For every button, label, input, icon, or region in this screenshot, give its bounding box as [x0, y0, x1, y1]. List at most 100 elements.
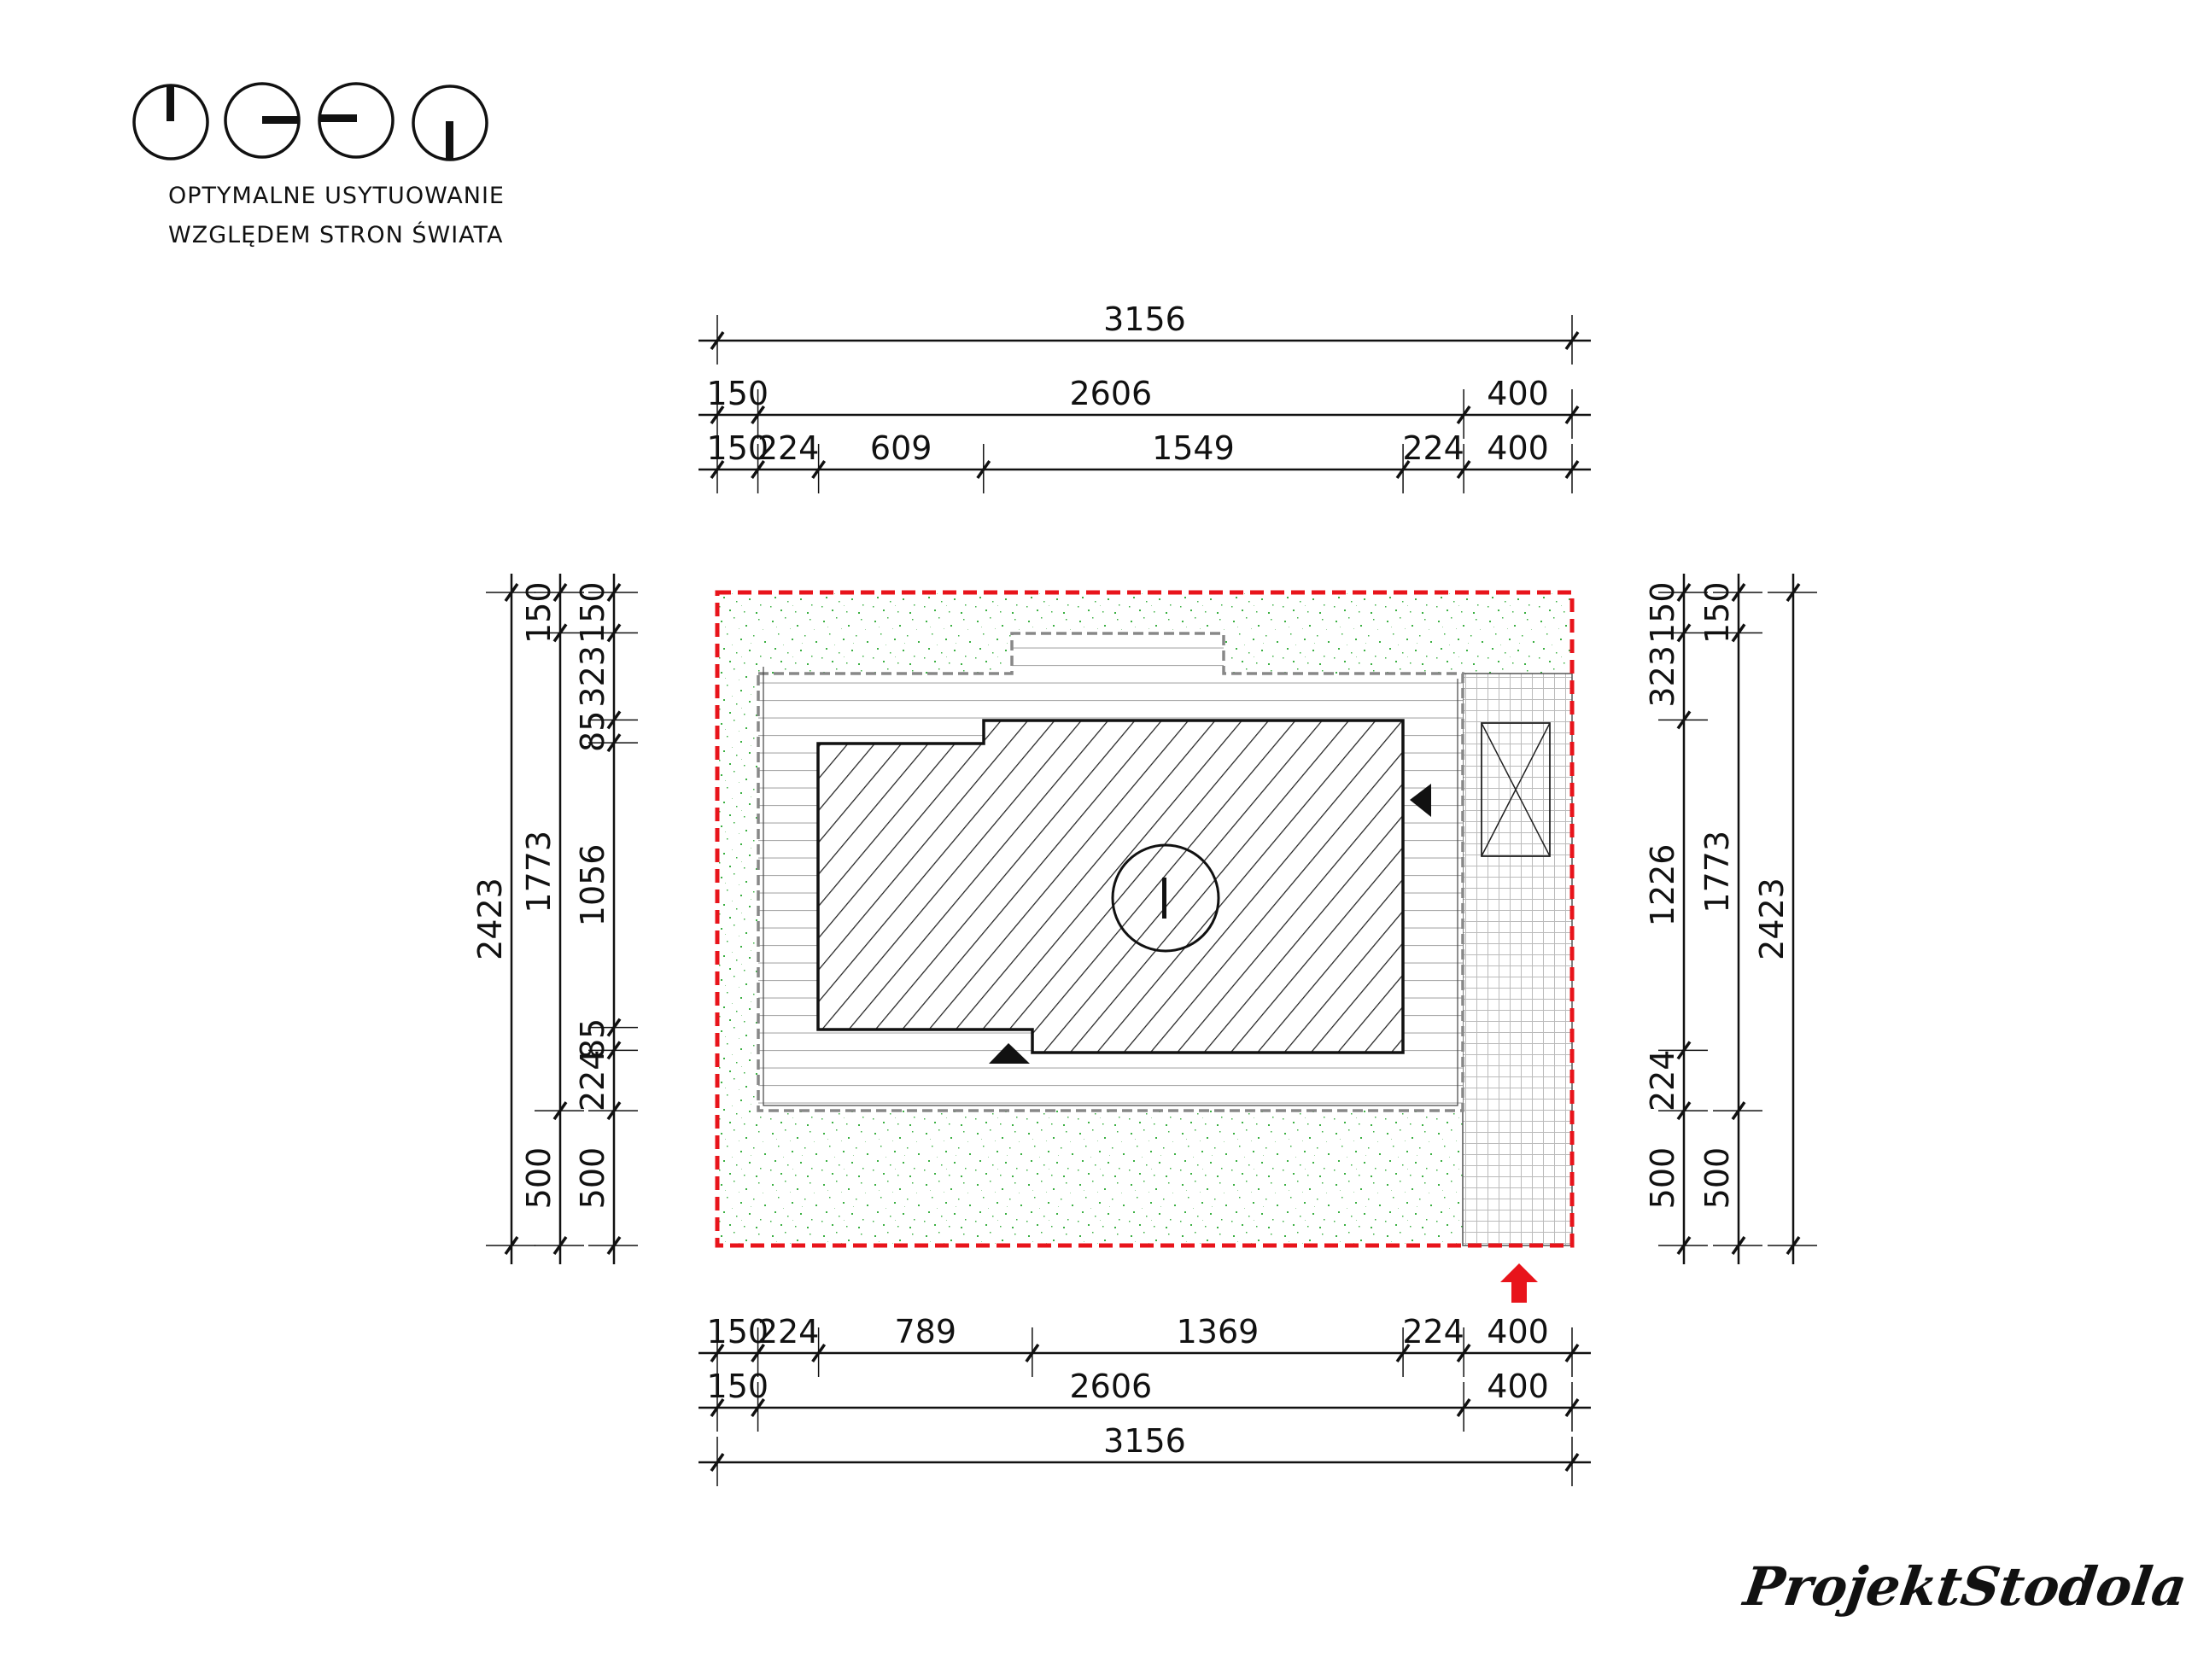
dimension-tick: [504, 582, 519, 603]
dimension-tick: [606, 582, 622, 603]
dimension-label: 224: [757, 429, 820, 467]
dimension-tick: [1676, 710, 1692, 730]
dimension-label: 500: [1644, 1147, 1681, 1210]
dimension-tick: [1676, 623, 1692, 643]
dimension-tick: [710, 405, 725, 425]
dimension-label: 224: [1402, 1313, 1464, 1350]
dimension-tick: [1456, 1343, 1471, 1363]
compass-west-icon: [318, 82, 395, 159]
dimension-tick: [1676, 582, 1692, 603]
dimension-tick: [751, 405, 766, 425]
dimension-label: 1056: [574, 844, 611, 927]
dimension-label: 400: [1487, 429, 1549, 467]
dimension-tick: [710, 1397, 725, 1418]
dimension-tick: [1676, 1235, 1692, 1256]
compass-south-icon: [412, 85, 488, 161]
dimension-tick: [606, 733, 622, 753]
dimension-tick: [710, 459, 725, 480]
dimension-tick: [811, 459, 827, 480]
dimension-tick: [1731, 582, 1746, 603]
dimension-label: 85: [574, 1018, 611, 1059]
compass-north-icon: [132, 84, 209, 160]
dimension-label: 400: [1487, 1368, 1549, 1405]
site-entrance-arrow-icon: [1500, 1263, 1538, 1303]
dimension-label: 2606: [1069, 375, 1152, 412]
dimension-label: 224: [1402, 429, 1464, 467]
dimension-label: 150: [1644, 581, 1681, 644]
dimension-tick: [504, 1235, 519, 1256]
dimension-tick: [710, 330, 725, 351]
dimension-label: 2423: [1753, 878, 1791, 960]
house-label-circle: [1111, 843, 1220, 953]
dimension-label: 1369: [1177, 1313, 1260, 1350]
dimension-label: 224: [757, 1313, 820, 1350]
dimension-tick: [811, 1343, 827, 1363]
dimension-tick: [710, 1343, 725, 1363]
dimension-label: 150: [707, 1368, 769, 1405]
dimension-label: 150: [520, 581, 558, 644]
dimension-label: 85: [574, 711, 611, 752]
dimension-tick: [1786, 1235, 1801, 1256]
dimension-tick: [1456, 405, 1471, 425]
dimension-tick: [552, 1101, 568, 1121]
dimension-tick: [1025, 1343, 1040, 1363]
dimension-label: 1773: [520, 831, 558, 913]
dimension-tick: [1564, 1343, 1580, 1363]
dimension-label: 500: [1698, 1147, 1736, 1210]
dimension-tick: [606, 1101, 622, 1121]
dimension-tick: [606, 1235, 622, 1256]
dimension-tick: [1564, 459, 1580, 480]
dimension-label: 500: [574, 1147, 611, 1210]
dimension-tick: [1786, 582, 1801, 603]
dimension-tick: [606, 710, 622, 730]
dimension-label: 609: [870, 429, 932, 467]
dimension-tick: [552, 582, 568, 603]
dimension-label: 500: [520, 1147, 558, 1210]
dimension-label: 224: [1644, 1050, 1681, 1112]
dimension-label: 224: [574, 1050, 611, 1112]
dimension-tick: [710, 1452, 725, 1473]
dimension-label: 3156: [1103, 1422, 1186, 1460]
parking-space-icon: [1481, 722, 1551, 857]
dimension-label: 2423: [471, 878, 509, 960]
dimension-tick: [751, 1343, 766, 1363]
dimension-tick: [1456, 459, 1471, 480]
dimension-tick: [1731, 1101, 1746, 1121]
entrance-triangle-icon: [1410, 784, 1431, 817]
dimension-label: 150: [707, 429, 769, 467]
logo-text: ProjektStodola.pl: [1739, 1555, 2186, 1618]
house-footprint: [816, 719, 1405, 1054]
dimension-tick: [1676, 1041, 1692, 1060]
dimension-label: 1226: [1644, 844, 1681, 927]
dimension-tick: [1395, 1343, 1411, 1363]
dimension-label: 789: [894, 1313, 956, 1350]
dimension-label: 1773: [1698, 831, 1736, 913]
dimension-label: 400: [1487, 1313, 1549, 1350]
driveway-paving: [1462, 673, 1573, 1246]
dimension-tick: [1456, 1397, 1471, 1418]
dimension-tick: [976, 459, 991, 480]
compass-east-icon: [224, 82, 301, 159]
dimension-label: 150: [1698, 581, 1736, 644]
dimension-label: 400: [1487, 375, 1549, 412]
orientation-caption-line1: OPTYMALNE USYTUOWANIE: [168, 183, 505, 209]
dimension-label: 323: [574, 645, 611, 708]
dimension-tick: [1564, 1397, 1580, 1418]
dimension-label: 150: [574, 581, 611, 644]
dimension-tick: [751, 459, 766, 480]
dimension-tick: [552, 1235, 568, 1256]
dimension-tick: [751, 1397, 766, 1418]
dimension-tick: [1395, 459, 1411, 480]
dimension-label: 150: [707, 1313, 769, 1350]
dimension-tick: [1731, 623, 1746, 643]
dimension-tick: [606, 1041, 622, 1060]
dimension-tick: [1676, 1101, 1692, 1121]
orientation-caption-line2: WZGLĘDEM STRON ŚWIATA: [168, 221, 503, 248]
dimension-tick: [552, 623, 568, 643]
dimension-label: 323: [1644, 645, 1681, 708]
dimension-tick: [1564, 405, 1580, 425]
dimension-tick: [1731, 1235, 1746, 1256]
dimension-tick: [1564, 330, 1580, 351]
